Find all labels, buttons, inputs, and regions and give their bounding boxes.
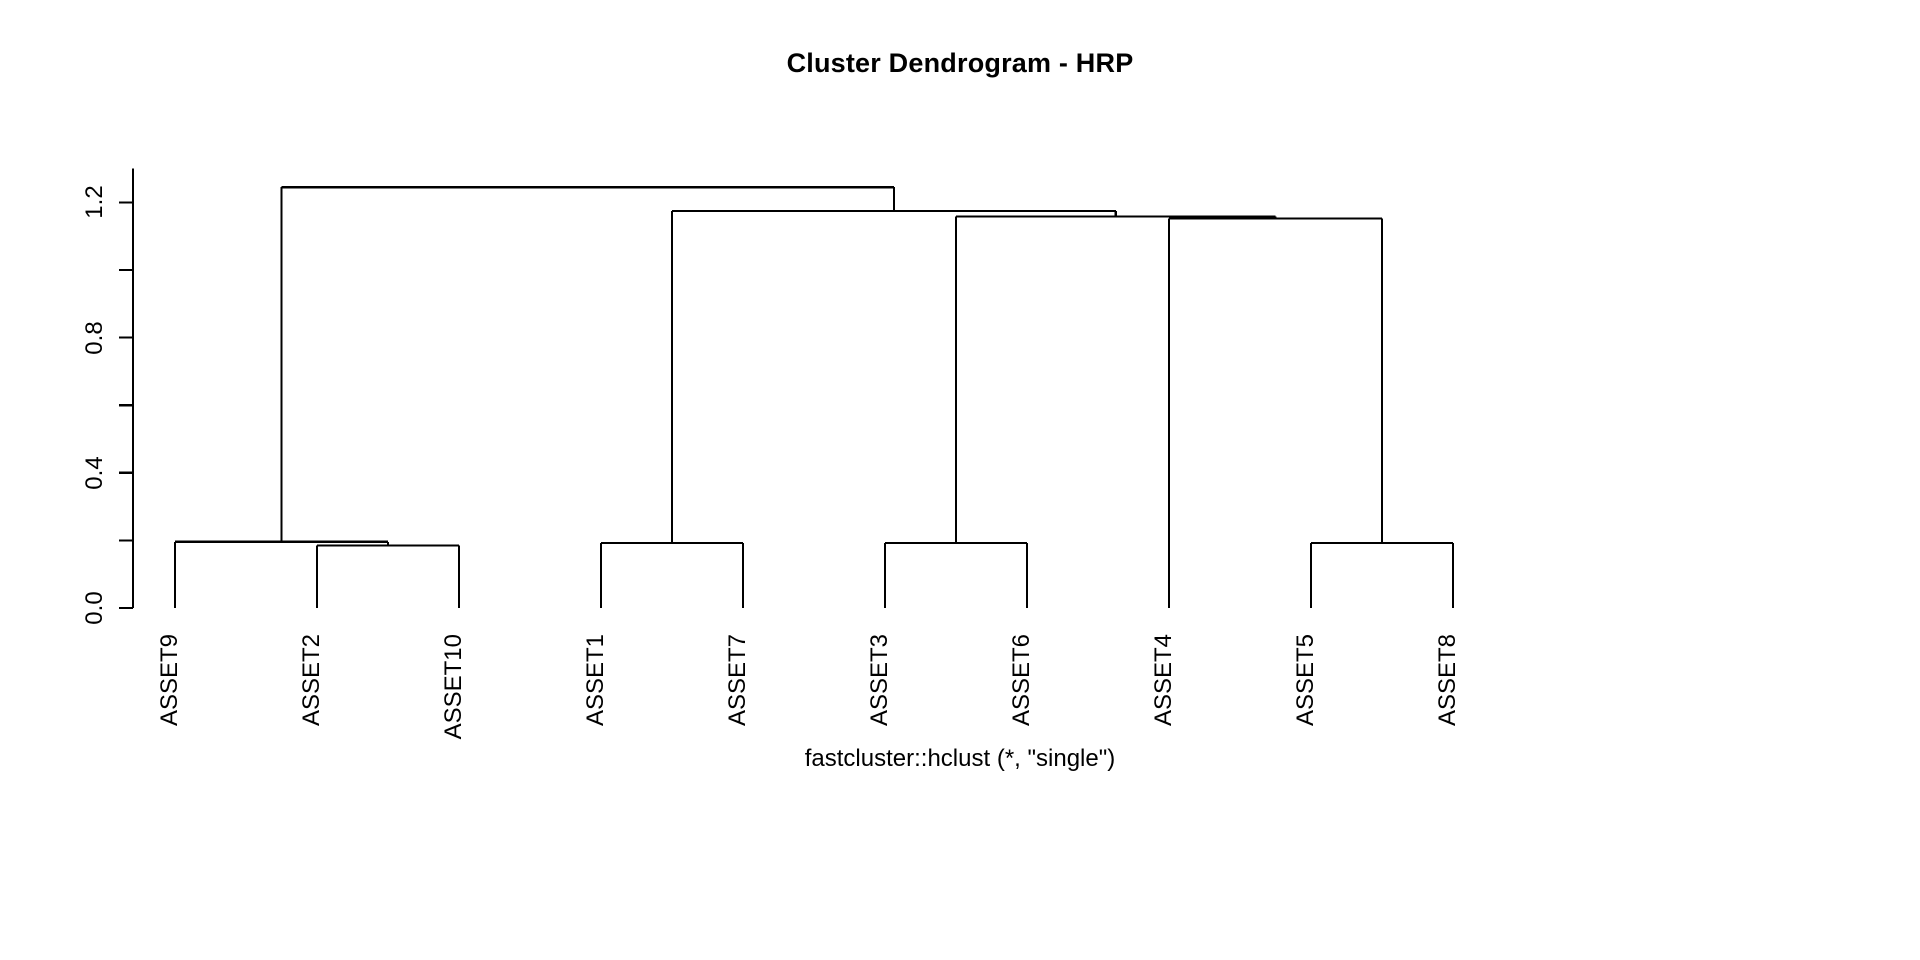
y-axis-tick-label: 0.8 xyxy=(81,320,108,355)
leaf-label-asset10: ASSET10 xyxy=(440,634,467,740)
dendrogram-merge xyxy=(1309,542,1455,608)
dendrogram-merge xyxy=(883,542,1029,608)
dendrogram-merge xyxy=(670,209,1117,544)
leaf-label-asset7: ASSET7 xyxy=(724,634,751,727)
leaf-label-asset9: ASSET9 xyxy=(156,634,183,727)
leaf-label-asset8: ASSET8 xyxy=(1434,634,1461,727)
y-axis-tick-label: 0.0 xyxy=(81,591,108,625)
leaf-label-asset2: ASSET2 xyxy=(298,634,325,727)
leaf-label-asset5: ASSET5 xyxy=(1292,634,1319,727)
page-title: Cluster Dendrogram - HRP xyxy=(786,48,1134,78)
y-axis xyxy=(119,168,135,610)
y-axis-tick-label: 1.2 xyxy=(81,185,108,220)
dendrogram-merge xyxy=(954,215,1277,544)
leaf-label-asset1: ASSET1 xyxy=(582,634,609,727)
dendrogram-merge xyxy=(173,540,390,608)
dendrogram-merge xyxy=(315,544,461,608)
chart-subtitle: fastcluster::hclust (*, "single") xyxy=(804,745,1116,772)
leaf-label-asset6: ASSET6 xyxy=(1008,634,1035,727)
dendrogram-merge xyxy=(1167,217,1384,608)
leaf-label-asset3: ASSET3 xyxy=(866,634,893,727)
dendrogram-merge xyxy=(280,186,895,542)
leaf-label-asset4: ASSET4 xyxy=(1150,634,1177,727)
dendrogram-tree xyxy=(173,186,1455,608)
y-axis-tick-label: 0.4 xyxy=(81,456,108,490)
dendrogram-merge xyxy=(599,542,745,608)
